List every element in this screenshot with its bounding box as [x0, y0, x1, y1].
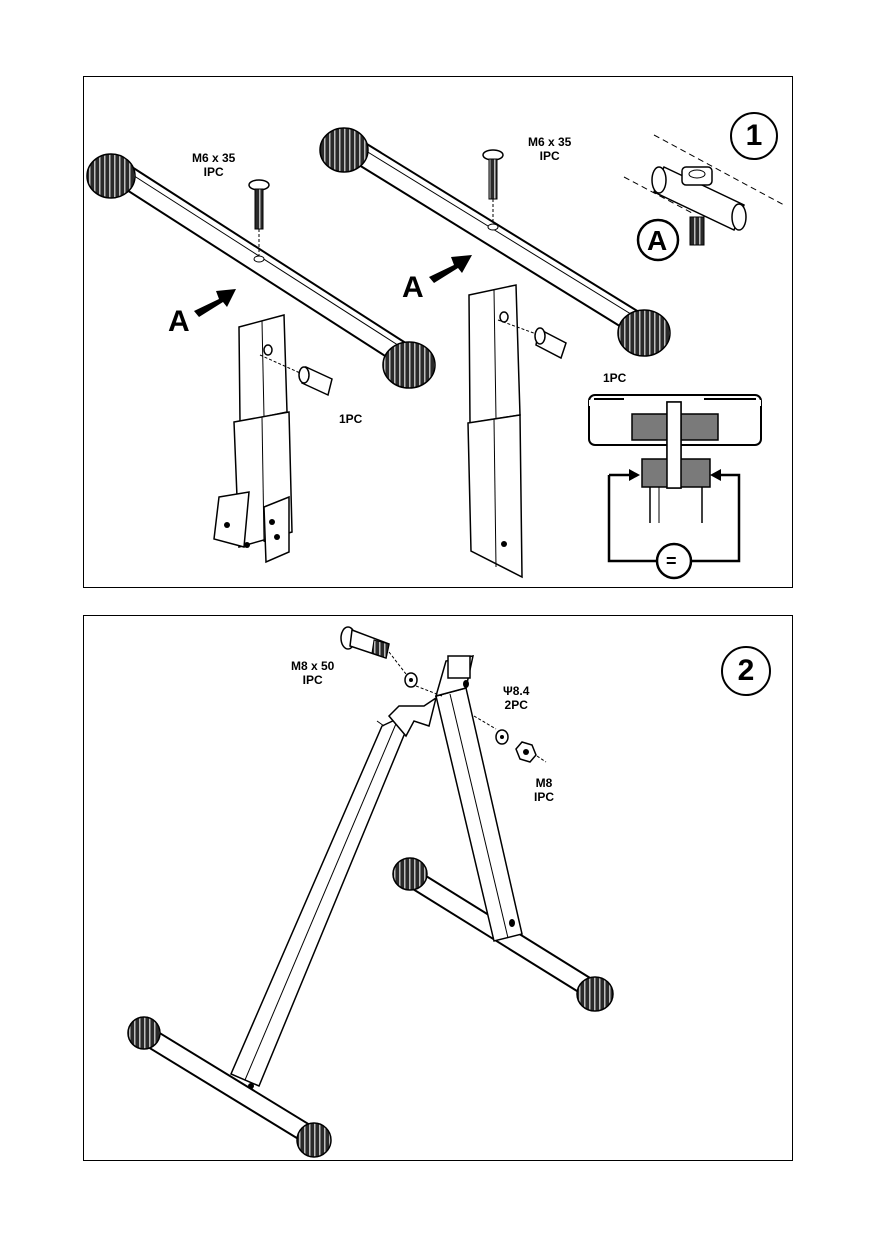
front-base-bar	[127, 1016, 332, 1158]
left-barrel-nut	[298, 365, 333, 397]
arrow-label-right: A	[402, 271, 424, 304]
step-2-illustration	[127, 626, 614, 1158]
detail-clamp-diagram	[588, 394, 762, 580]
detail-a-label: A	[647, 225, 668, 256]
step-1-illustration	[86, 127, 785, 580]
end-cap-knob	[319, 127, 369, 173]
insert-arrow-left	[194, 289, 236, 317]
right-crossbar	[319, 127, 671, 357]
detail-a-barrel-nut	[623, 134, 785, 262]
left-post	[213, 314, 310, 564]
right-leg	[434, 655, 523, 942]
left-leg	[230, 696, 438, 1089]
m8-bolt	[340, 626, 547, 763]
screw-spec-left: M6 x 35 IPC	[192, 151, 236, 179]
right-post	[467, 284, 540, 579]
barrel-nut-qty: 1PC	[339, 412, 363, 426]
right-screw	[482, 149, 504, 231]
detail-clamp-qty: 1PC	[603, 371, 627, 385]
end-cap-knob	[296, 1122, 332, 1158]
step-1-panel: 1 M6 x 35 IPC M6 x 35 IPC 1PC A A A 1PC …	[83, 76, 793, 588]
step-number-badge: 2	[721, 646, 771, 696]
end-cap-knob	[617, 309, 671, 357]
nut-spec: M8 IPC	[534, 776, 555, 804]
arrow-label-left: A	[168, 305, 190, 338]
step-2-panel: 2 M8 x 50 IPC Ψ8.4 2PC M8 IPC	[83, 615, 793, 1161]
end-cap-knob	[127, 1016, 161, 1050]
equal-sign: =	[666, 551, 677, 571]
bolt-spec: M8 x 50 IPC	[291, 659, 335, 687]
end-cap-knob	[382, 341, 436, 389]
washer-spec: Ψ8.4 2PC	[503, 684, 530, 712]
end-cap-knob	[392, 857, 428, 891]
left-crossbar	[86, 153, 436, 389]
left-screw	[248, 179, 270, 263]
end-cap-knob	[86, 153, 136, 199]
end-cap-knob	[576, 976, 614, 1012]
insert-arrow-right	[429, 255, 472, 283]
right-barrel-nut	[534, 327, 567, 360]
step-number-badge: 1	[730, 112, 778, 160]
screw-spec-right: M6 x 35 IPC	[528, 135, 572, 163]
